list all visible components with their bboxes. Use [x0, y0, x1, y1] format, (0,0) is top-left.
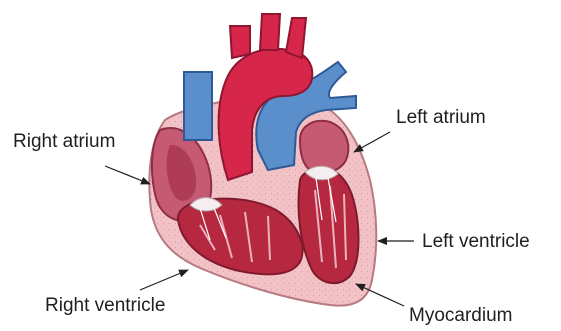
- label-myocardium: Myocardium: [409, 306, 512, 325]
- pointer-right-atrium: [105, 166, 150, 184]
- pointer-left-atrium: [354, 132, 390, 152]
- aortic-branch-1: [230, 26, 250, 58]
- label-left-atrium: Left atrium: [396, 108, 486, 127]
- aortic-branch-2: [260, 14, 280, 50]
- label-right-atrium: Right atrium: [13, 132, 115, 151]
- label-right-ventricle: Right ventricle: [45, 296, 165, 315]
- aortic-branch-3: [286, 18, 306, 58]
- left-atrium-shape: [300, 121, 348, 173]
- label-left-ventricle: Left ventricle: [422, 232, 530, 251]
- pointer-right-ventricle: [140, 270, 188, 290]
- superior-vena-cava: [184, 72, 212, 140]
